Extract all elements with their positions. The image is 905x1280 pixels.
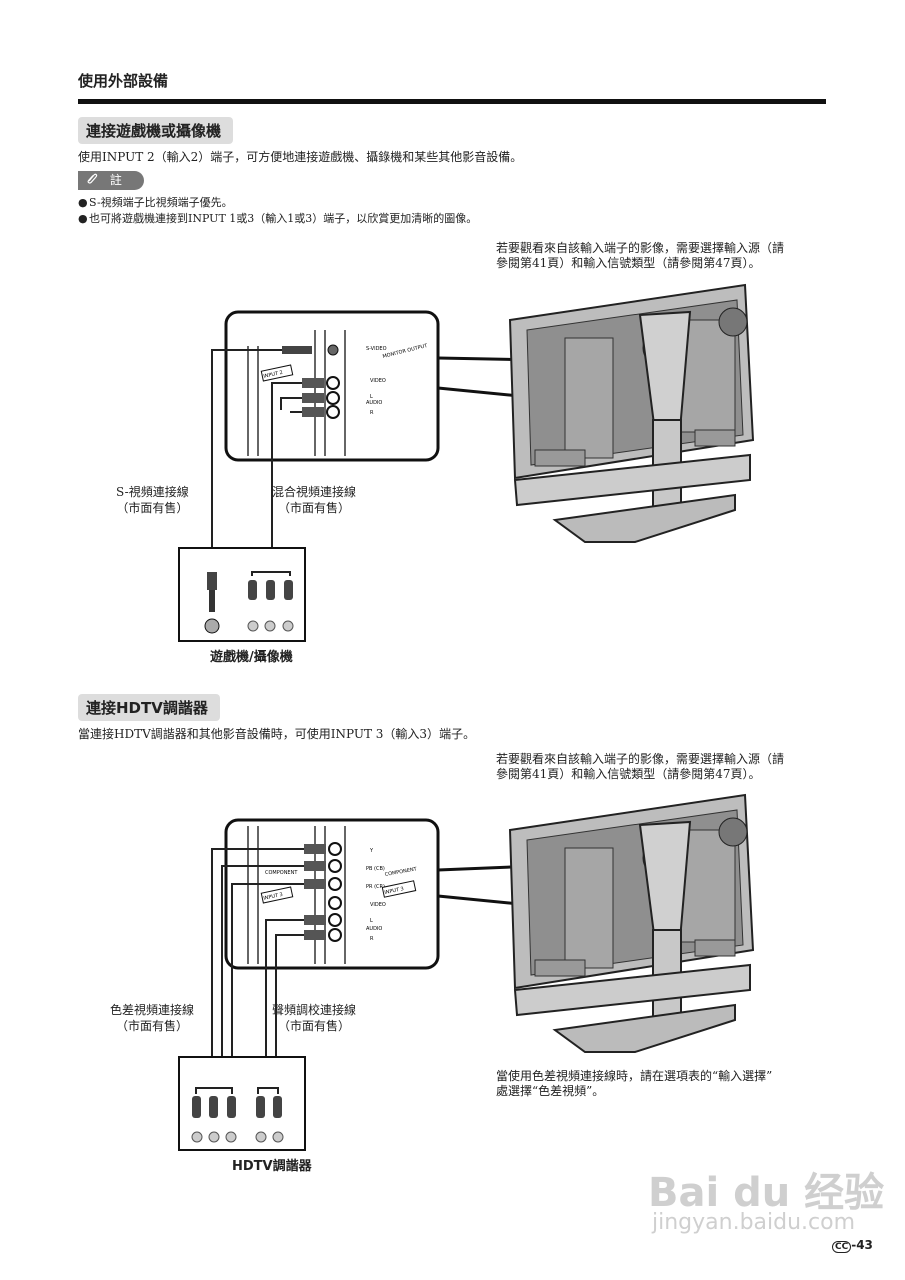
panel-label-video: VIDEO	[370, 902, 386, 908]
tv-rear-illustration	[508, 793, 755, 1053]
section1-title: 連接遊戲機或攝像機	[78, 117, 234, 144]
panel-label-r: R	[370, 936, 374, 942]
watermark-url: jingyan.baidu.com	[652, 1210, 856, 1235]
panel-label-input: INPUT 3	[263, 892, 284, 902]
section2-intro: 當連接HDTV調諧器和其他影音設備時，可使用INPUT 3（輸入3）端子。	[78, 727, 476, 741]
s-video-cable-label: S-視頻連接線 （市面有售）	[116, 485, 189, 515]
note-item: ●也可將遊戲機連接到INPUT 1或3（輸入1或3）端子，以欣賞更加清晰的圖像。	[78, 212, 478, 225]
panel-label-r: R	[370, 410, 374, 416]
panel-label-component: COMPONENT	[265, 870, 298, 876]
heading-rule	[78, 99, 826, 104]
paperclip-icon	[86, 171, 100, 190]
note-label: 註	[109, 173, 122, 187]
game-console-label: 遊戲機/攝像機	[210, 650, 293, 665]
language-badge: CC	[832, 1241, 852, 1253]
page-heading: 使用外部設備	[78, 72, 169, 90]
tv-rear-illustration	[508, 283, 755, 543]
section2-instruction: 若要觀看來自該輸入端子的影像，需要選擇輸入源（請 參閱第41頁）和輸入信號類型（…	[496, 752, 785, 781]
panel-label-y: Y	[369, 848, 374, 854]
note-item: ●S-視頻端子比視頻端子優先。	[78, 196, 233, 209]
section1-intro: 使用INPUT 2（輸入2）端子，可方便地連接遊戲機、攝錄機和某些其他影音設備。	[78, 150, 523, 164]
panel-label-pb: PB (CB)	[366, 866, 385, 872]
panel-label-component: COMPONENT	[384, 866, 418, 878]
page-number: CC-43	[832, 1238, 873, 1253]
watermark-brand: Bai du 经验	[648, 1170, 885, 1216]
panel-label-video: VIDEO	[370, 378, 386, 384]
panel-label-l: L	[370, 394, 373, 400]
panel-label-input: INPUT 3	[384, 886, 405, 896]
panel-label-audio: AUDIO	[366, 926, 382, 932]
panel-label-l: L	[370, 918, 373, 924]
note-badge: 註	[78, 171, 144, 190]
composite-cable-label: 混合視頻連接線 （市面有售）	[272, 485, 357, 515]
terminal-closeup	[224, 818, 440, 970]
hdtv-tuner-label: HDTV調諧器	[232, 1159, 312, 1174]
component-cable-label: 色差視頻連接線 （市面有售）	[110, 1003, 195, 1033]
panel-label-pr: PR (CR)	[366, 884, 385, 890]
panel-label-s-video: S-VIDEO	[366, 346, 387, 352]
panel-label-input: INPUT 2	[263, 370, 284, 380]
section2-title: 連接HDTV調諧器	[78, 694, 220, 721]
audio-cable-label: 聲頻調校連接線 （市面有售）	[272, 1003, 357, 1033]
component-setting-note: 當使用色差視頻連接線時，請在選項表的“輸入選擇” 處選擇“色差視頻”。	[496, 1069, 773, 1098]
panel-label-audio: AUDIO	[366, 400, 382, 406]
section1-instruction: 若要觀看來自該輸入端子的影像，需要選擇輸入源（請 參閱第41頁）和輸入信號類型（…	[496, 241, 785, 270]
